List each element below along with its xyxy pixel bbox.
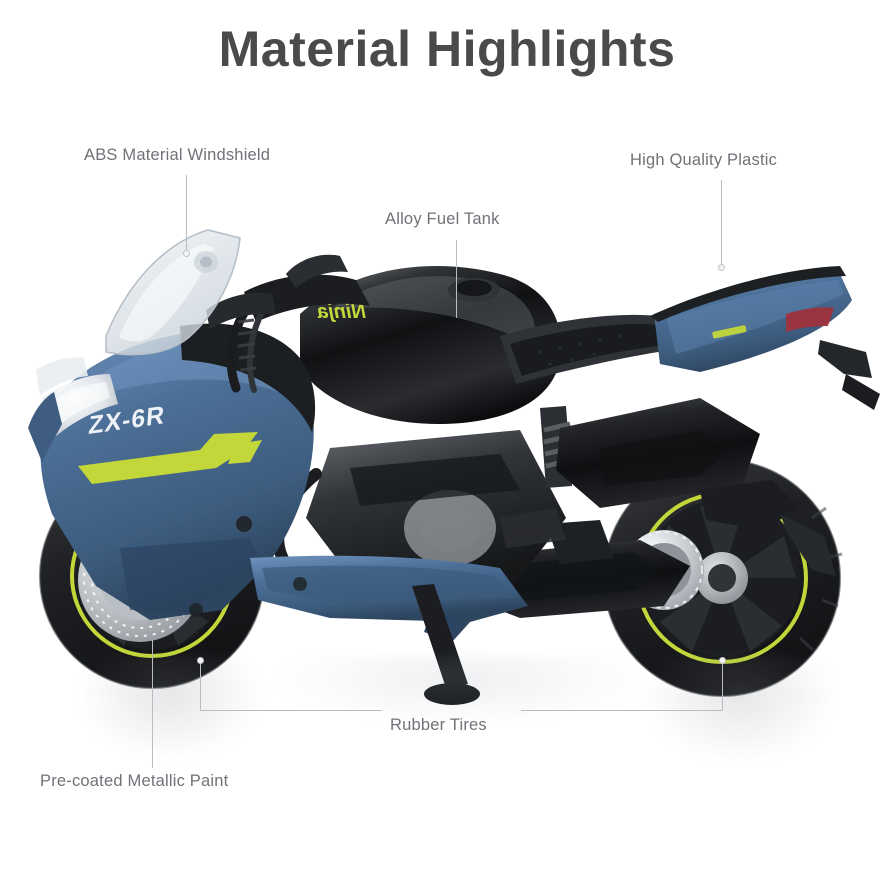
callout-label-high-quality-plastic: High Quality Plastic <box>630 151 778 169</box>
exhaust-and-pegs <box>500 508 614 564</box>
front-turn-signal <box>36 357 88 396</box>
callout-label-abs-material-windshield: ABS Material Windshield <box>84 146 271 164</box>
ninja-decal: Ninja <box>317 301 366 323</box>
rear-tail-fairing <box>650 266 880 410</box>
leader-line-tires-right-horizontal <box>521 710 722 711</box>
leader-line-paint <box>152 640 153 768</box>
leader-line-fuel-tank <box>456 240 457 318</box>
fuel-tank: Ninja <box>300 266 562 424</box>
leader-dot-tire-front <box>197 657 204 664</box>
belly-pan <box>250 555 528 642</box>
leader-line-tires-right-vertical <box>722 660 723 710</box>
leader-line-plastic <box>721 180 722 268</box>
callout-label-pre-coated-metallic-paint: Pre-coated Metallic Paint <box>40 772 229 790</box>
callout-label-rubber-tires: Rubber Tires <box>390 716 487 734</box>
motorcycle-product-image: Ninja <box>28 229 880 705</box>
leader-line-tires-left-vertical <box>200 660 201 710</box>
rear-subframe <box>556 398 836 576</box>
leader-line-tires-left-horizontal <box>200 710 382 711</box>
kickstand <box>412 584 480 705</box>
leader-dot-windshield <box>183 250 190 257</box>
callout-label-alloy-fuel-tank: Alloy Fuel Tank <box>385 210 500 228</box>
leader-dot-plastic <box>718 264 725 271</box>
engine-block <box>255 430 566 590</box>
leader-line-windshield <box>186 175 187 253</box>
handlebar-assembly <box>206 254 370 393</box>
leader-dot-tire-rear <box>719 657 726 664</box>
seat <box>500 314 686 384</box>
page-title: Material Highlights <box>218 21 676 77</box>
windscreen <box>105 229 241 356</box>
